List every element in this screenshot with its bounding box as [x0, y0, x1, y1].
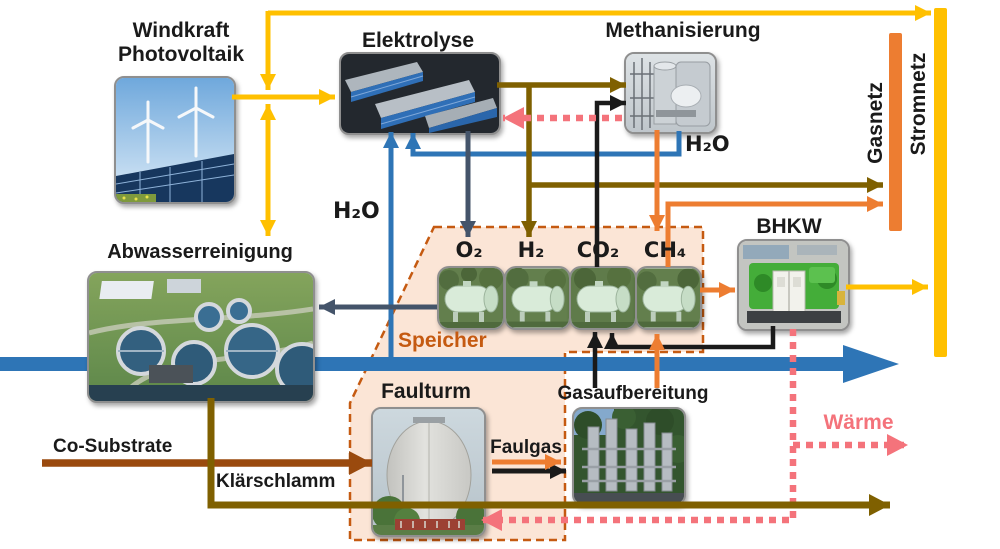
- faulgas-label: Faulgas: [490, 437, 562, 458]
- bhkw-label: BHKW: [756, 215, 822, 238]
- windkraft-line1: Windkraft: [132, 19, 230, 42]
- flow-ch4-speicher-to-gasnetz: [665, 196, 883, 267]
- wind-pv-photo: [114, 76, 236, 204]
- faulturm-label: Faulturm: [381, 380, 471, 403]
- flow-waerme-bhkw-to-faulturm: [481, 329, 797, 531]
- stromnetz-label: Stromnetz: [907, 52, 930, 156]
- flow-co2-bhkw-to-speicher: [604, 326, 776, 350]
- abwasserreinigung-photo: [87, 271, 315, 403]
- wind-pv-photo-art: [116, 78, 234, 202]
- elektrolyse-photo-art: [341, 54, 499, 133]
- flow-klaerschlamm: [207, 398, 890, 516]
- o2-tank-label: O₂: [455, 238, 483, 262]
- gasaufbereitung-photo-art: [574, 409, 684, 503]
- methanisierung-label: Methanisierung: [605, 19, 761, 42]
- wastewater-main-flow-arrow: [0, 345, 899, 383]
- o2-tank-photo-art: [439, 268, 503, 328]
- waerme-label: Wärme: [823, 411, 894, 434]
- abwasserreinigung-label: Abwasserreinigung: [107, 241, 293, 263]
- co-substrate-label: Co-Substrate: [53, 436, 173, 457]
- co2-tank-label: CO₂: [576, 238, 620, 262]
- flow-co2-speicher-to-methanisierung: [594, 95, 626, 267]
- gasnetz-bar: [889, 33, 902, 231]
- h2o-right-label: H₂O: [685, 132, 730, 156]
- abwasserreinigung-photo-art: [89, 273, 313, 401]
- h2o-left-label: H₂O: [333, 199, 380, 224]
- ch4-tank-photo-art: [637, 268, 700, 328]
- h2-tank-label: H₂: [517, 238, 545, 262]
- gasaufbereitung-photo: [572, 407, 686, 505]
- methanisierung-photo-art: [626, 54, 715, 132]
- bhkw-photo: [737, 239, 850, 331]
- ch4-tank-photo: [635, 266, 702, 330]
- elektrolyse-photo: [339, 52, 501, 135]
- klaerschlamm-label: Klärschlamm: [216, 471, 336, 492]
- speicher-label: Speicher: [398, 329, 487, 352]
- gasaufbereitung-label: Gasaufbereitung: [557, 383, 709, 404]
- bhkw-photo-art: [739, 241, 848, 329]
- h2-tank-photo-art: [506, 268, 569, 328]
- stromnetz-bar: [934, 8, 947, 357]
- elektrolyse-label: Elektrolyse: [361, 29, 475, 52]
- co2-tank-photo-art: [571, 268, 635, 328]
- gasnetz-label: Gasnetz: [864, 82, 887, 164]
- o2-tank-photo: [437, 266, 505, 330]
- flow-h2o-methanisierung-to-elektrolyse: [405, 131, 682, 157]
- windkraft-pv-label: Windkraft Photovoltaik: [78, 19, 284, 67]
- ch4-tank-label: CH₄: [643, 238, 687, 262]
- windkraft-line2: Photovoltaik: [117, 43, 244, 67]
- methanisierung-photo: [624, 52, 717, 134]
